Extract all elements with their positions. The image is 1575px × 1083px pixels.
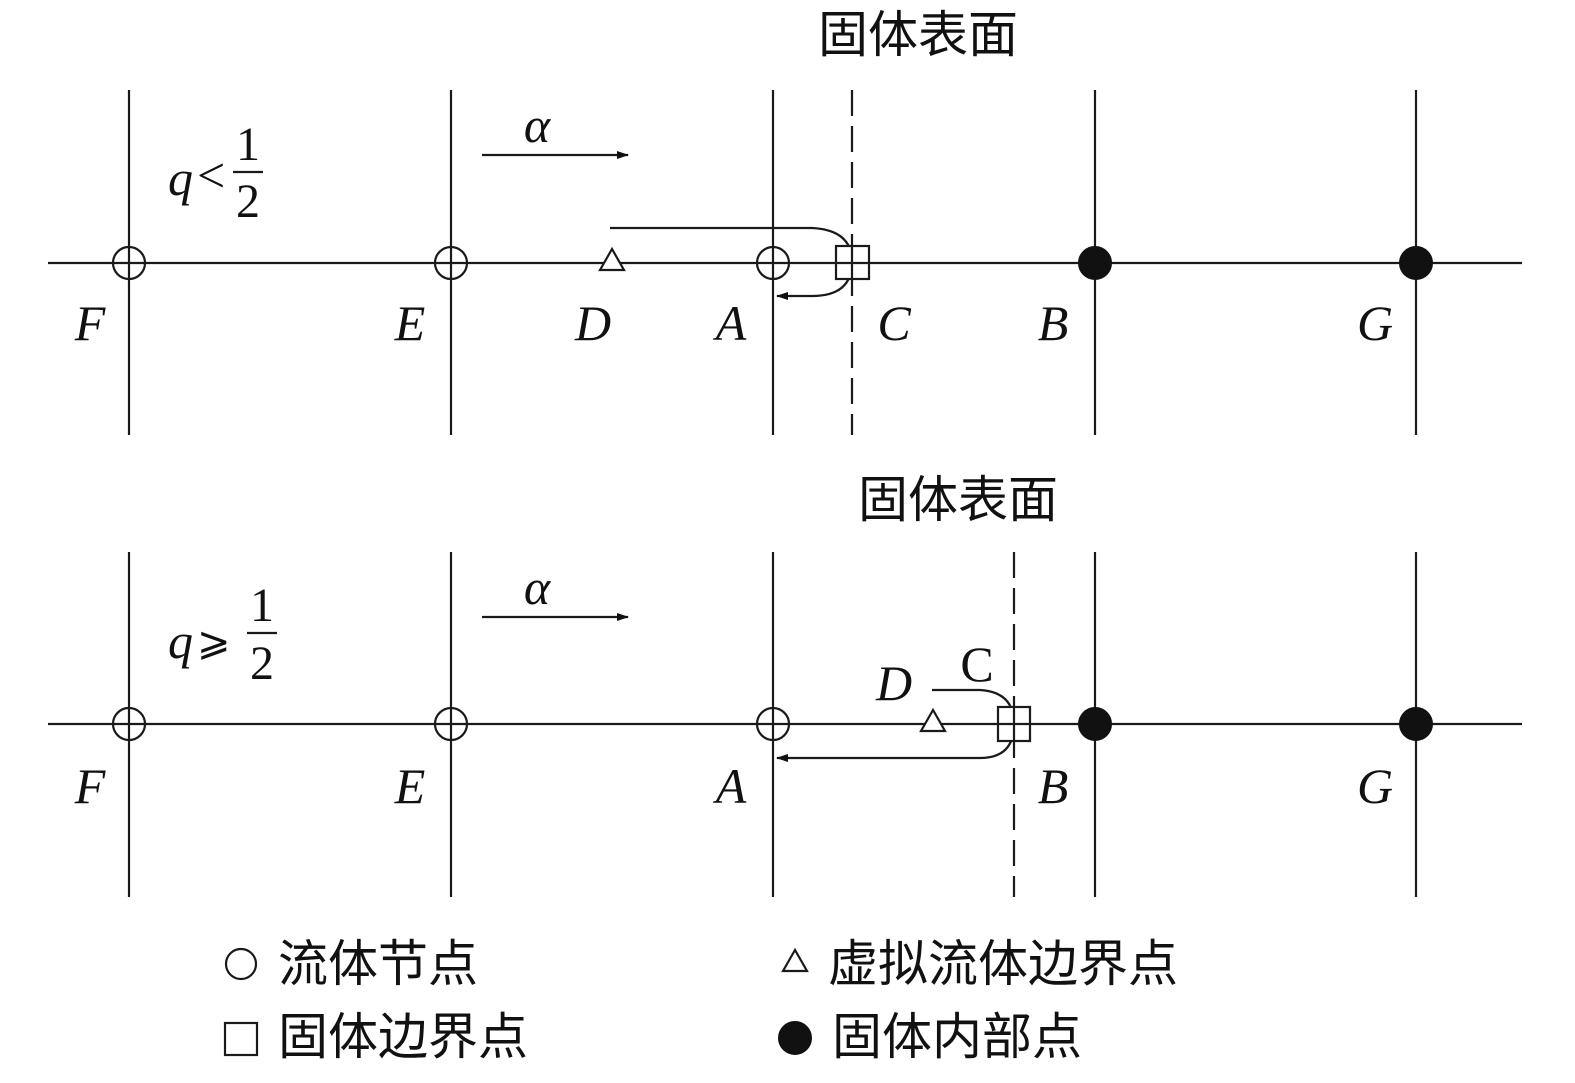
top-surface-label: 固体表面	[818, 6, 1018, 64]
virtual-boundary-point-icon	[598, 246, 626, 272]
solid-boundary-point-icon	[996, 705, 1032, 743]
bottom-label-b: B	[1038, 758, 1069, 814]
legend-fluid-node-icon	[224, 947, 258, 981]
bottom-flow-symbol: α	[524, 559, 552, 615]
bottom-q-variable: q	[168, 613, 193, 669]
fluid-node-icon	[433, 245, 469, 281]
bottom-frac-numerator: 1	[250, 579, 274, 632]
legend: 流体节点 虚拟流体边界点 固体边界点 固体内部点	[223, 935, 1178, 1066]
fluid-node-icon	[111, 245, 147, 281]
top-label-c: C	[877, 295, 911, 351]
top-label-g: G	[1357, 295, 1393, 351]
solid-interior-point-icon	[1399, 246, 1433, 280]
bottom-label-d: D	[875, 655, 912, 711]
legend-solid-boundary-icon	[223, 1021, 259, 1057]
bottom-panel: 固体表面 α q ⩾ 1 2 D C	[48, 471, 1522, 897]
top-flow-symbol: α	[524, 97, 552, 153]
bottom-label-a: A	[713, 758, 747, 814]
solid-interior-point-icon	[1078, 707, 1112, 741]
top-frac-numerator: 1	[236, 118, 260, 171]
bottom-label-f: F	[74, 758, 106, 814]
fluid-node-icon	[755, 245, 791, 281]
bottom-label-e: E	[394, 758, 426, 814]
top-label-d: D	[574, 295, 611, 351]
bottom-label-g: G	[1357, 758, 1393, 814]
fluid-node-icon	[111, 706, 147, 742]
fluid-node-icon	[433, 706, 469, 742]
legend-virtual-boundary-label: 虚拟流体边界点	[828, 935, 1178, 993]
virtual-boundary-point-icon	[919, 707, 947, 733]
bottom-q-relation: ⩾	[197, 619, 231, 665]
top-label-e: E	[394, 295, 426, 351]
legend-solid-interior-label: 固体内部点	[832, 1008, 1082, 1066]
top-label-b: B	[1038, 295, 1069, 351]
legend-virtual-boundary-icon	[781, 947, 809, 973]
bottom-label-c: C	[960, 636, 993, 692]
bottom-surface-label: 固体表面	[858, 471, 1058, 529]
legend-solid-interior-icon	[778, 1021, 812, 1055]
legend-fluid-node-label: 流体节点	[278, 935, 478, 993]
top-panel: 固体表面 α q < 1 2	[48, 6, 1522, 435]
top-q-variable: q	[168, 150, 193, 206]
top-label-f: F	[74, 295, 106, 351]
solid-interior-point-icon	[1078, 246, 1112, 280]
solid-interior-point-icon	[1399, 707, 1433, 741]
solid-boundary-point-icon	[834, 244, 871, 281]
bottom-frac-denominator: 2	[250, 637, 274, 690]
fluid-node-icon	[755, 706, 791, 742]
legend-solid-boundary-label: 固体边界点	[278, 1008, 528, 1066]
top-label-a: A	[713, 295, 747, 351]
top-q-relation: <	[197, 147, 225, 203]
top-frac-denominator: 2	[236, 175, 260, 228]
